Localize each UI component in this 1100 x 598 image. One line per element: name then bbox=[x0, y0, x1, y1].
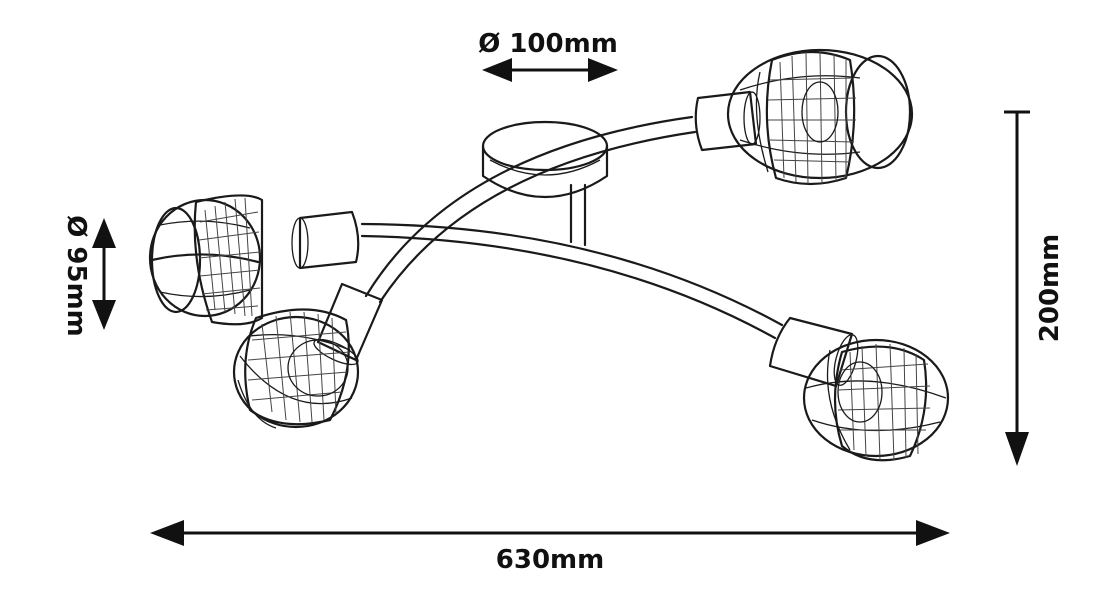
rosette-diameter-label: Ø 100mm bbox=[478, 29, 618, 59]
shade-arrow-top bbox=[92, 218, 116, 248]
shade-bottom-right bbox=[768, 316, 950, 462]
shade-diameter-label: Ø 95mm bbox=[61, 215, 91, 337]
shade-bottom-left bbox=[232, 282, 384, 429]
shade-top-right bbox=[694, 48, 914, 186]
rosette-arrow-right bbox=[588, 58, 618, 82]
width-dimension: 630mm bbox=[150, 520, 950, 575]
width-arrow-right bbox=[916, 520, 950, 546]
shade-diameter-dimension: Ø 95mm bbox=[61, 215, 116, 337]
shade-left bbox=[148, 194, 360, 326]
shade-arrow-bottom bbox=[92, 300, 116, 330]
rosette-diameter-dimension: Ø 100mm bbox=[478, 29, 618, 82]
lamp-body bbox=[148, 48, 950, 462]
ceiling-rosette bbox=[481, 120, 609, 199]
arm-bottom-to-top bbox=[364, 115, 697, 304]
height-label: 200mm bbox=[1035, 234, 1065, 342]
height-dimension: 200mm bbox=[1004, 110, 1065, 466]
center-stem bbox=[569, 183, 587, 247]
width-arrow-left bbox=[150, 520, 184, 546]
arm-left-to-right bbox=[360, 222, 784, 340]
width-label: 630mm bbox=[496, 545, 604, 575]
height-arrow-bottom bbox=[1005, 432, 1029, 466]
rosette-arrow-left bbox=[482, 58, 512, 82]
